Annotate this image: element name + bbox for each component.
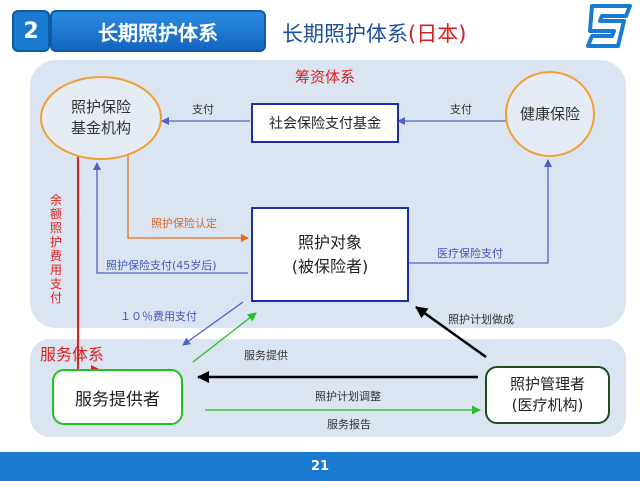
arrow-ten-percent [182, 301, 244, 346]
page-subtitle: 长期照护体系(日本) [282, 18, 466, 48]
page-number: 21 [310, 459, 330, 474]
label-pay-right: 支付 [450, 103, 472, 116]
care-manager-node: 照护管理者 (医疗机构) [485, 366, 610, 424]
subtitle-main: 长期照护体系 [282, 22, 408, 46]
care-recipient-node: 照护对象 (被保险者) [251, 207, 409, 302]
arrow-medical-pay [409, 159, 552, 264]
brand-logo-icon [586, 4, 632, 48]
section-number-badge: 2 [12, 10, 50, 52]
insurance-fund-institution-node: 照护保险 基金机构 [40, 76, 162, 160]
funding-system-label: 筹资体系 [295, 68, 356, 86]
label-plan-made: 照护计划做成 [448, 313, 514, 326]
health-insurance-node: 健康保险 [505, 71, 595, 157]
service-provider-node: 服务提供者 [52, 369, 183, 425]
arrow-plan-made [415, 305, 487, 359]
label-ten-percent: １０％费用支付 [120, 310, 197, 323]
label-care-pay-45: 照护保险支付(45岁后) [106, 259, 217, 272]
arrow-care-cert [127, 155, 249, 242]
label-medical-pay: 医疗保险支付 [437, 247, 503, 260]
service-system-label: 服务体系 [40, 345, 105, 364]
section-title: 长期照护体系 [50, 10, 266, 52]
subtitle-country: (日本) [408, 22, 467, 46]
label-service-provide: 服务提供 [244, 349, 288, 362]
label-service-report: 服务报告 [327, 418, 371, 431]
social-insurance-fund-node: 社会保险支付基金 [251, 103, 399, 143]
label-plan-adjust: 照护计划调整 [315, 390, 381, 403]
arrow-service-provide [192, 312, 257, 363]
footer-bar: 21 [0, 452, 640, 481]
label-remaining-pay: 余额照护费用支付 [49, 193, 62, 305]
label-pay-left: 支付 [192, 103, 214, 116]
label-care-cert: 照护保险认定 [151, 217, 217, 230]
arrow-care-pay-45 [93, 162, 248, 274]
